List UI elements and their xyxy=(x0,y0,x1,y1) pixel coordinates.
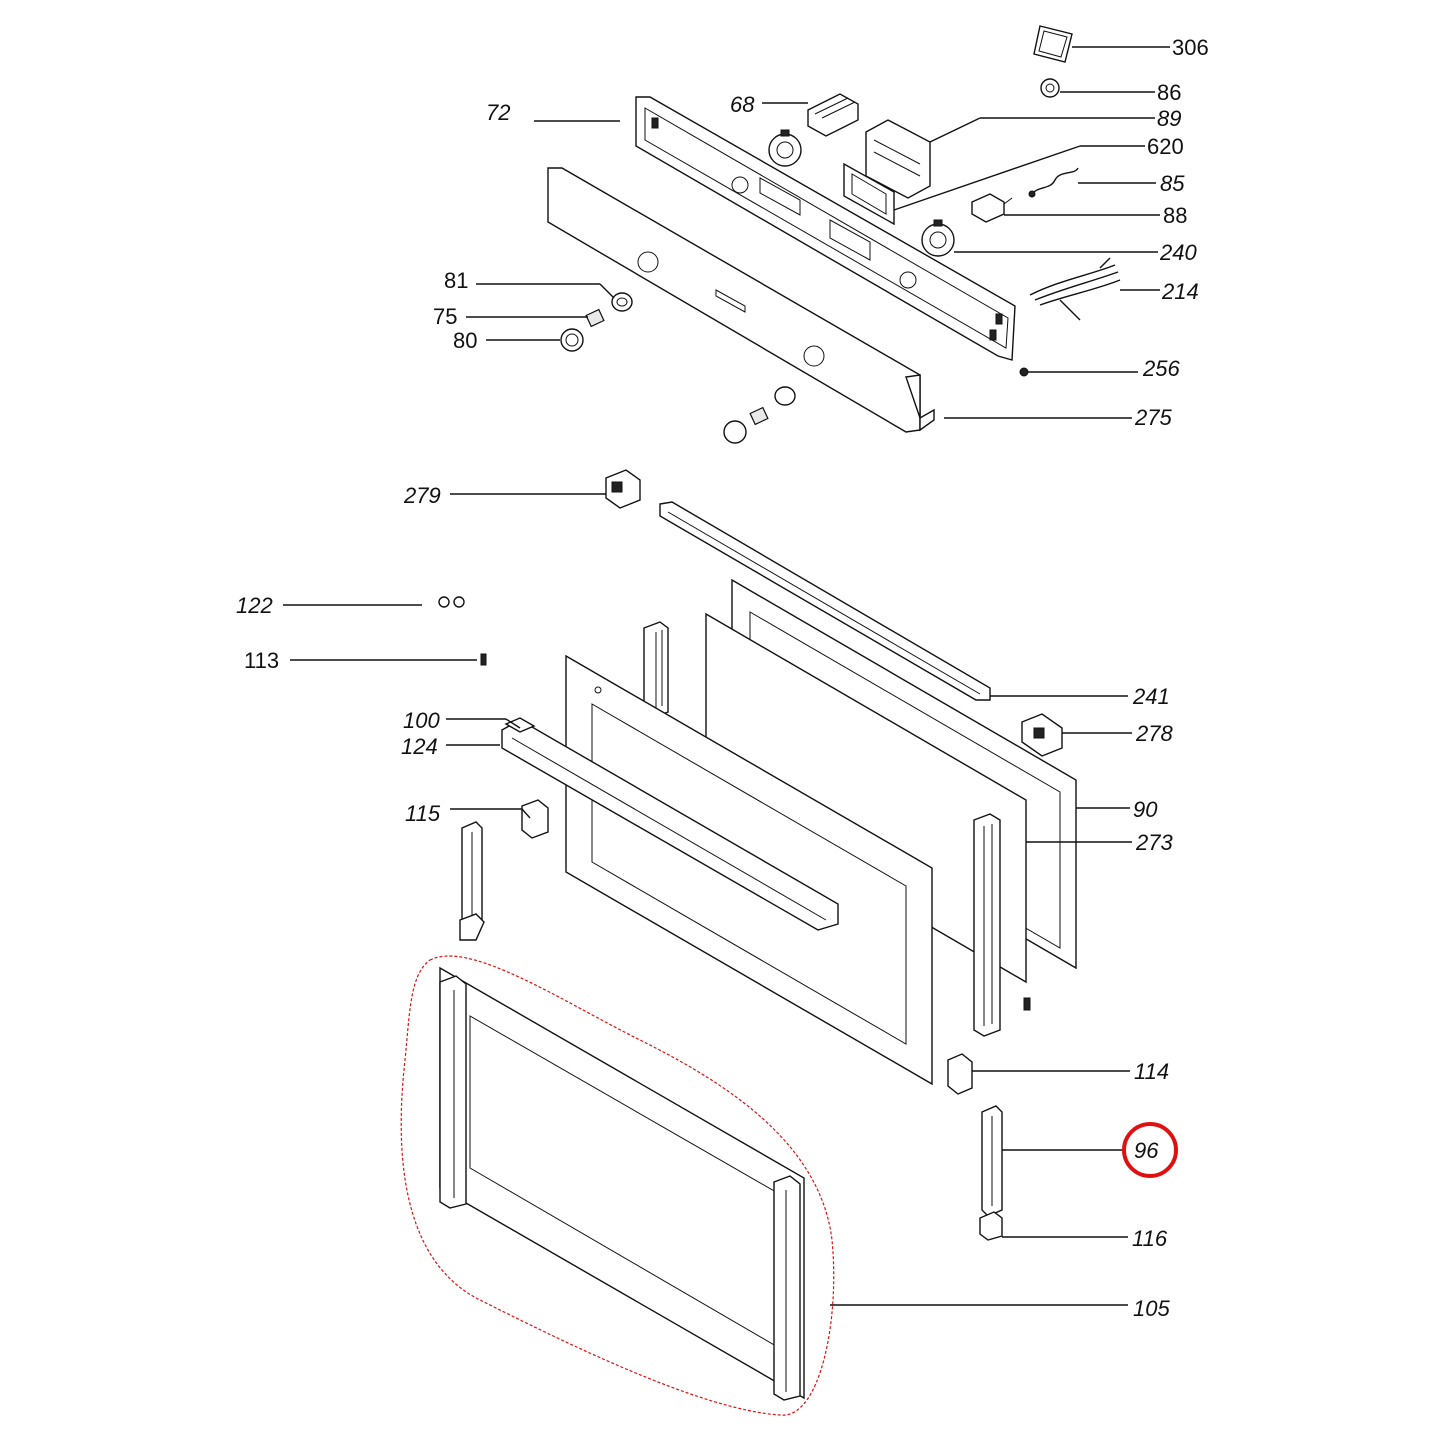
part-door-rail-right xyxy=(973,813,1001,1037)
callout-80: 80 xyxy=(453,328,477,353)
callout-275: 275 xyxy=(1134,405,1172,430)
callout-81: 81 xyxy=(444,268,468,293)
callout-273: 273 xyxy=(1135,830,1173,855)
callout-88: 88 xyxy=(1163,203,1187,228)
part-72-panel-bracket xyxy=(635,96,1016,361)
callout-122: 122 xyxy=(236,593,273,618)
part-86-ring xyxy=(1040,78,1060,98)
callout-72: 72 xyxy=(486,100,510,125)
part-214-harness xyxy=(1029,257,1121,321)
part-75-spring xyxy=(585,308,605,328)
callout-86: 86 xyxy=(1157,80,1181,105)
callout-620: 620 xyxy=(1147,134,1184,159)
leader-lines xyxy=(283,46,1170,1306)
callout-256: 256 xyxy=(1142,356,1180,381)
part-85-wire xyxy=(1028,167,1079,198)
callout-90: 90 xyxy=(1133,797,1158,822)
callout-68: 68 xyxy=(730,92,755,117)
part-knob-motor-left xyxy=(768,129,802,167)
highlight-circle-96 xyxy=(1122,1122,1178,1178)
part-hinge-assembly-left xyxy=(459,821,485,941)
part-114-clip xyxy=(947,1053,973,1095)
part-88-switch xyxy=(971,193,1013,223)
part-68-module xyxy=(807,93,859,137)
part-100-handle-end xyxy=(504,717,536,733)
callout-124: 124 xyxy=(401,734,438,759)
part-113-pin xyxy=(480,653,487,666)
part-620-board xyxy=(843,162,895,226)
highlight-outline-105 xyxy=(400,955,835,1416)
callout-113: 113 xyxy=(244,648,279,673)
callout-214: 214 xyxy=(1161,279,1199,304)
part-306-frame xyxy=(1033,25,1073,63)
callout-85: 85 xyxy=(1160,171,1185,196)
callout-241: 241 xyxy=(1132,684,1170,709)
part-89-board xyxy=(865,119,931,199)
part-80-knob xyxy=(560,328,584,352)
callout-100: 100 xyxy=(403,708,440,733)
part-knob-set-right xyxy=(723,386,796,444)
part-81-bezel xyxy=(611,292,633,312)
callout-279: 279 xyxy=(403,483,441,508)
part-241-profile xyxy=(659,501,991,701)
part-96-hinge-assembly xyxy=(981,1105,1003,1217)
part-105-inner-door xyxy=(439,966,805,1401)
part-115-clip xyxy=(521,799,549,839)
part-275-fascia xyxy=(547,167,935,433)
callout-306: 306 xyxy=(1172,35,1209,60)
callout-89: 89 xyxy=(1157,106,1181,131)
part-240-knob-motor xyxy=(921,219,955,257)
part-273-mid-glass xyxy=(705,612,1027,984)
part-small-connector xyxy=(1023,997,1031,1011)
callout-116: 116 xyxy=(1132,1226,1168,1251)
callout-114: 114 xyxy=(1134,1059,1169,1084)
part-116-block xyxy=(979,1211,1003,1241)
part-122-screws xyxy=(438,596,465,608)
callout-105: 105 xyxy=(1133,1296,1170,1321)
part-256-screw xyxy=(1019,367,1029,377)
callout-240: 240 xyxy=(1159,240,1197,265)
callout-96: 96 xyxy=(1134,1138,1159,1163)
callout-labels: 306 86 89 620 85 88 240 214 256 275 72 6… xyxy=(236,35,1209,1321)
part-279-hinge xyxy=(605,469,641,509)
part-278-hinge xyxy=(1021,713,1063,757)
callout-115: 115 xyxy=(405,801,441,826)
callout-278: 278 xyxy=(1135,721,1173,746)
callout-75: 75 xyxy=(433,304,457,329)
